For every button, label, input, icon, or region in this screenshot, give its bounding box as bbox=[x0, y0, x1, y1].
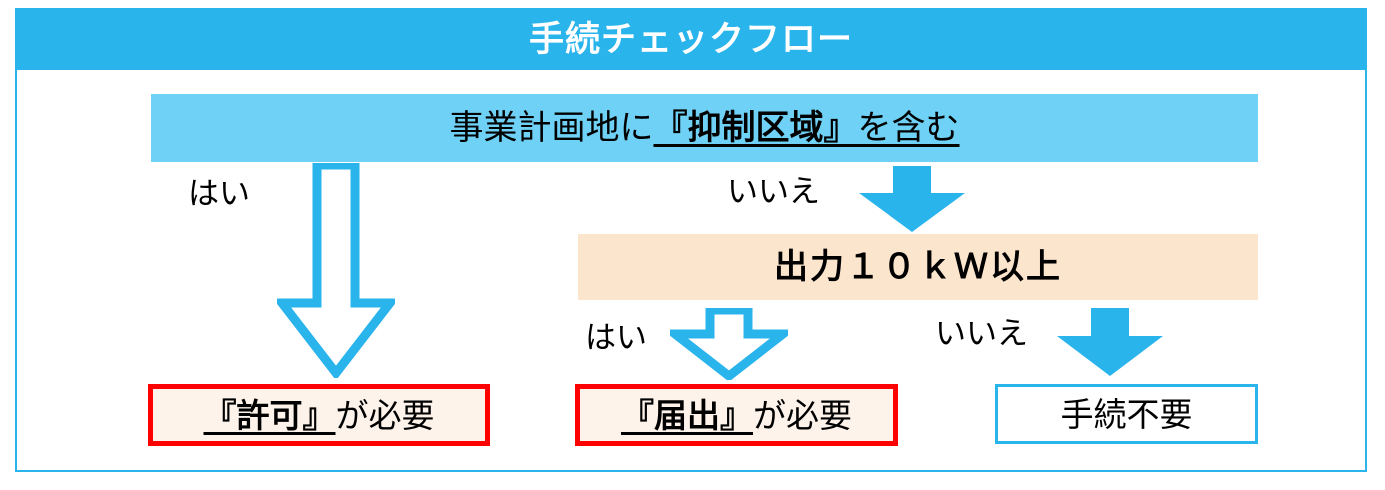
question-box-output-10kw: 出力１０ｋＷ以上 bbox=[578, 234, 1258, 300]
page-title: 手続チェックフロー bbox=[528, 19, 853, 59]
question-box-restricted-area: 事業計画地に『抑制区域』を含む bbox=[151, 94, 1258, 162]
question1-suffix: を含む bbox=[857, 109, 960, 147]
branch-label-no-restricted: いいえ bbox=[727, 174, 820, 209]
question1-prefix: 事業計画地に bbox=[449, 109, 654, 147]
branch-label-yes-restricted: はい bbox=[188, 176, 250, 211]
arrow-yes-restricted-icon bbox=[277, 163, 395, 378]
arrow-no-restricted-icon bbox=[857, 166, 967, 234]
arrow-yes-output-icon bbox=[670, 308, 788, 380]
result-notification-emphasis: 『届出』 bbox=[621, 396, 753, 434]
question1-emphasis: 『抑制区域』 bbox=[653, 109, 858, 147]
result-notification-text: 『届出』が必要 bbox=[621, 399, 852, 432]
result-no-procedure-text: 手続不要 bbox=[1060, 395, 1193, 433]
result-permit-text: 『許可』が必要 bbox=[204, 399, 435, 432]
question1-text: 事業計画地に『抑制区域』を含む bbox=[450, 111, 960, 145]
question2-text: 出力１０ｋＷ以上 bbox=[774, 248, 1062, 286]
result-box-permit: 『許可』が必要 bbox=[148, 384, 490, 446]
result-notification-suffix: が必要 bbox=[753, 396, 852, 434]
result-box-notification: 『届出』が必要 bbox=[575, 384, 898, 446]
branch-label-no-output: いいえ bbox=[935, 316, 1028, 351]
branch-label-yes-output: はい bbox=[585, 320, 647, 355]
result-permit-emphasis: 『許可』 bbox=[203, 396, 336, 434]
flow-title-bar: 手続チェックフロー bbox=[15, 8, 1367, 70]
result-permit-suffix: が必要 bbox=[335, 396, 435, 434]
arrow-no-output-icon bbox=[1055, 308, 1165, 378]
result-box-no-procedure: 手続不要 bbox=[995, 384, 1258, 444]
